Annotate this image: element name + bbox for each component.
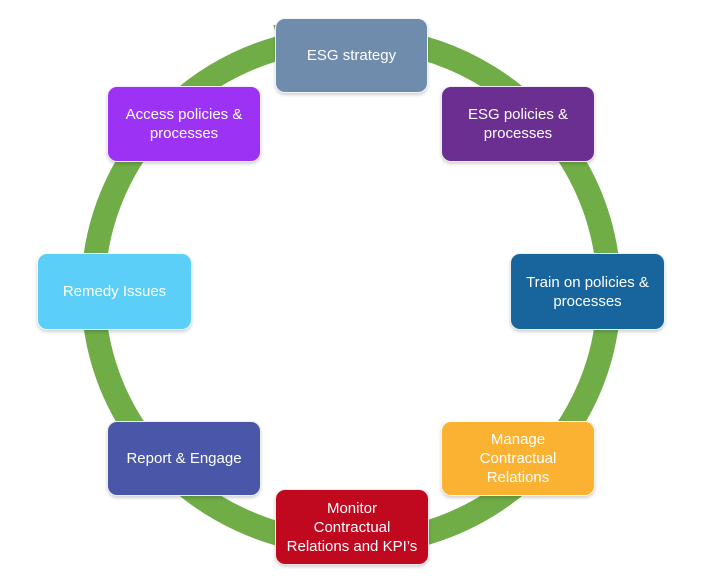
node-access-policies: Access policies & processes (107, 86, 261, 162)
node-label: Report & Engage (126, 450, 242, 467)
node-monitor-contractual-relations: Monitor Contractual Relations and KPI’s (275, 489, 429, 565)
node-label: Train on policies & processes (526, 273, 649, 310)
node-train-on-policies: Train on policies & processes (510, 253, 665, 330)
node-manage-contractual-relations: Manage Contractual Relations (441, 421, 595, 496)
node-label: Monitor Contractual Relations and KPI’s (286, 499, 418, 555)
node-esg-policies: ESG policies & processes (441, 86, 595, 162)
node-label: Access policies & processes (125, 106, 243, 142)
node-label: ESG strategy (306, 47, 397, 64)
node-remedy-issues: Remedy Issues (37, 253, 192, 330)
node-label: Remedy Issues (62, 283, 167, 300)
node-esg-strategy: ESG strategy (275, 18, 428, 93)
node-label: ESG policies & processes (467, 106, 569, 142)
node-label: Manage Contractual Relations (479, 431, 557, 486)
node-report-engage: Report & Engage (107, 421, 261, 496)
